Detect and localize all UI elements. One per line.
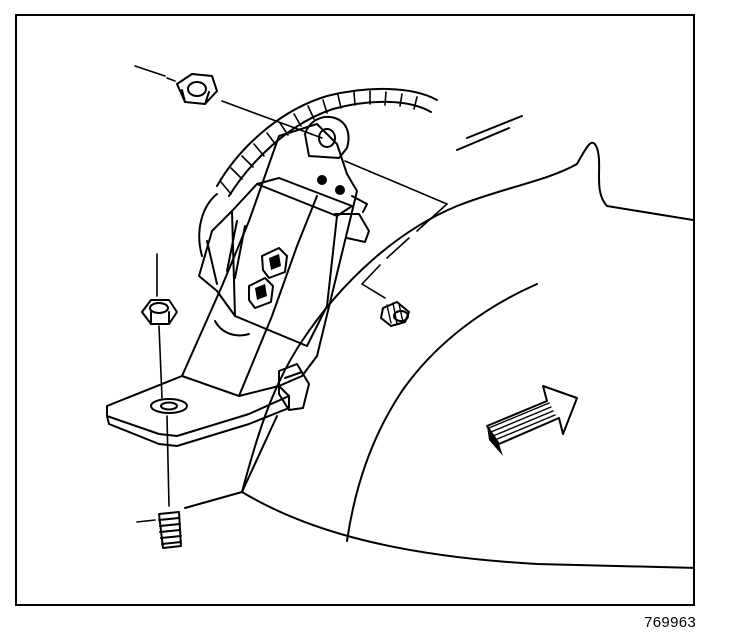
upper-nut bbox=[176, 73, 218, 105]
left-nut-top bbox=[149, 302, 169, 314]
right-stud bbox=[380, 301, 410, 327]
bracket-rivet-2 bbox=[335, 185, 345, 195]
wheelwell-outline bbox=[241, 141, 693, 493]
upper-nut-hole bbox=[187, 81, 207, 97]
upper-nut-body bbox=[176, 73, 218, 105]
bracket-rivet-1 bbox=[317, 175, 327, 185]
direction-arrow bbox=[486, 385, 578, 456]
bracket-seam bbox=[184, 415, 278, 509]
panel-groove-1 bbox=[456, 127, 510, 151]
panel-inner-edge bbox=[346, 283, 538, 542]
right-stud-body bbox=[380, 301, 410, 327]
sensor-bottom-lip bbox=[214, 320, 250, 337]
bracket-foot-thickness bbox=[106, 395, 290, 447]
mounting-bracket bbox=[106, 115, 358, 447]
bracket-top-hole bbox=[318, 128, 336, 148]
bottom-stud-body bbox=[158, 511, 182, 549]
sensor-terminal-1 bbox=[261, 247, 288, 279]
bracket-upright-edge bbox=[238, 195, 318, 397]
left-nut bbox=[141, 253, 178, 507]
panel-lower-edge bbox=[241, 491, 693, 569]
left-leader-bottom bbox=[166, 415, 170, 507]
sensor-terminal-2-face bbox=[255, 284, 267, 300]
sensor-module bbox=[198, 177, 370, 411]
figure-number: 769963 bbox=[644, 614, 696, 631]
sensor-right-tab bbox=[351, 195, 368, 213]
direction-arrow-shadow bbox=[487, 426, 503, 456]
direction-arrow-outline bbox=[486, 385, 578, 445]
figure-frame bbox=[15, 14, 695, 606]
sensor-lower-clip-line bbox=[284, 371, 303, 379]
panel-groove-2 bbox=[466, 115, 523, 139]
sensor-rib-1 bbox=[226, 220, 238, 272]
bracket-upright bbox=[181, 123, 358, 387]
sensor-right-clip bbox=[334, 213, 370, 243]
upper-nut-face bbox=[181, 89, 186, 103]
sensor-terminal-1-face bbox=[269, 254, 281, 270]
bracket-top-tab bbox=[304, 115, 350, 159]
left-leader-mid bbox=[158, 325, 163, 399]
right-leader-line bbox=[344, 160, 448, 299]
sensor-housing-front bbox=[231, 183, 338, 347]
bracket-slot bbox=[150, 398, 188, 414]
bottom-stud bbox=[136, 511, 182, 549]
sensor-rear-dome bbox=[198, 193, 218, 257]
sensor-installation-diagram bbox=[106, 65, 693, 569]
sensor-lower-clip bbox=[278, 363, 310, 411]
bracket-foot bbox=[106, 375, 290, 437]
upper-nut-face-2 bbox=[204, 91, 210, 105]
sensor-housing-side bbox=[198, 210, 236, 317]
sensor-rib-3 bbox=[206, 240, 218, 285]
sensor-housing-top bbox=[256, 177, 353, 217]
bracket-slot-inner bbox=[160, 401, 178, 411]
wiring-harness bbox=[216, 87, 438, 197]
harness-outer bbox=[216, 87, 438, 187]
direction-arrow-hatch bbox=[488, 402, 556, 441]
sensor-rib-2 bbox=[234, 225, 246, 279]
sensor-terminal-2 bbox=[248, 277, 274, 309]
upper-leader-line bbox=[134, 65, 323, 139]
harness-inner bbox=[228, 100, 432, 197]
